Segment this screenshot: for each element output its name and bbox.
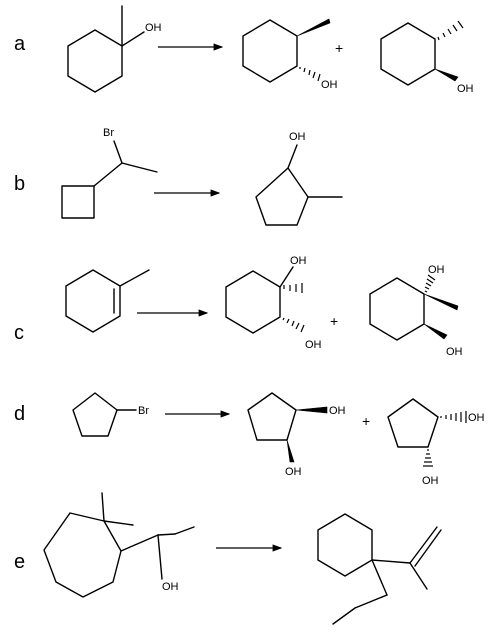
product-c2-1-methylcyclohexane-1-2-diol: OH OH [369,264,463,358]
atom-br: Br [138,405,149,417]
product-e-propyl-isopropenylcyclohexane [317,513,442,625]
row-label-e: e [14,551,25,573]
atom-oh: OH [290,255,307,267]
row-label-c: c [14,322,24,344]
product-c1-1-methylcyclohexane-1-2-diol: OH OH [225,255,322,351]
atom-oh: OH [162,581,179,593]
reactant-c-1-methylcyclohexene [65,269,150,333]
reactant-e-dimethylcycloheptyl-butanol: OH [43,492,195,598]
atom-oh: OH [428,264,445,276]
atom-br: Br [103,127,114,139]
atom-oh: OH [446,346,463,358]
atom-oh: OH [422,475,439,487]
reactant-d-bromocyclopentane: Br [72,392,149,437]
plus-sign: + [330,313,338,329]
atom-oh: OH [321,79,338,91]
atom-oh: OH [145,22,162,34]
reactant-a-methylcyclohexanol: OH [67,5,162,93]
atom-oh: OH [468,412,485,424]
product-d1-cis-cyclopentane-1-2-diol: OH OH [247,392,346,478]
atom-oh: OH [457,83,474,95]
row-label-a: a [14,33,26,55]
product-a1-cis-2-methylcyclohexanol: OH [242,18,338,91]
row-label-d: d [14,403,25,425]
product-d2-cis-cyclopentane-1-2-diol: OH OH [387,398,485,487]
row-label-b: b [14,173,25,195]
product-a2-cis-2-methylcyclohexanol: OH [380,20,474,95]
atom-oh: OH [289,131,306,143]
atom-oh: OH [305,339,322,351]
product-b-2-methylcyclopentanol: OH [255,131,343,226]
atom-oh: OH [329,405,346,417]
reactant-b-1-bromoethylcyclobutane: Br [61,127,158,219]
plus-sign: + [362,413,370,429]
plus-sign: + [335,40,343,56]
atom-oh: OH [285,466,302,478]
